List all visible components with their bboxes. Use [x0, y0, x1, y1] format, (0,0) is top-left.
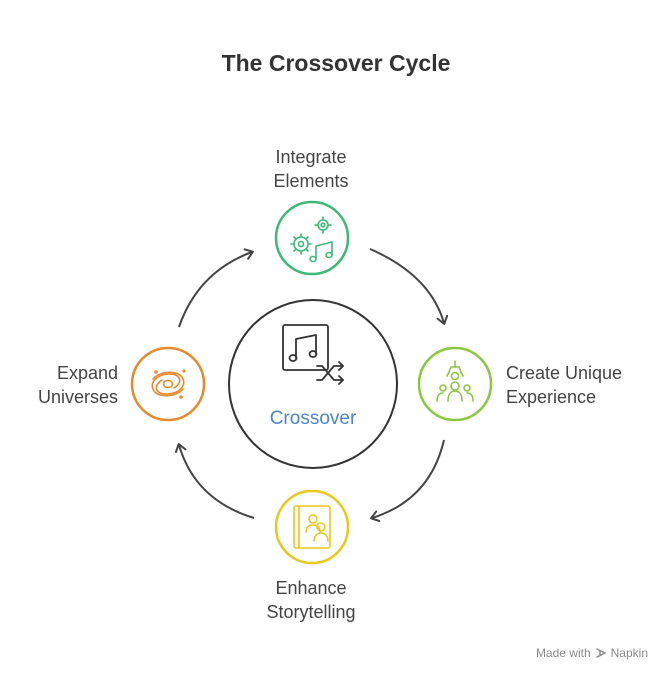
label-line: Experience — [506, 387, 597, 407]
napkin-logo-icon — [595, 648, 606, 658]
label-create-unique-experience: Create Unique Experience — [506, 361, 666, 409]
storybook-icon — [293, 505, 331, 549]
arrow-left-to-top — [178, 248, 254, 328]
arrow-right-to-bottom — [370, 439, 445, 522]
label-integrate-elements: Integrate Elements — [236, 145, 386, 193]
label-expand-universes: Expand Universes — [0, 361, 118, 409]
label-line: Storytelling — [266, 602, 356, 622]
label-line: Integrate — [275, 147, 347, 167]
footer-brand: Napkin — [610, 646, 648, 660]
arrow-bottom-to-left — [174, 443, 255, 519]
node-circle-bottom — [274, 489, 350, 565]
node-circle-left — [130, 346, 206, 422]
label-line: Expand — [56, 363, 118, 383]
galaxy-icon — [151, 369, 186, 399]
arrow-top-to-right — [369, 248, 449, 325]
claw-person-icon — [436, 360, 474, 402]
label-line: Elements — [273, 171, 349, 191]
label-line: Universes — [37, 387, 118, 407]
label-enhance-storytelling: Enhance Storytelling — [236, 576, 386, 624]
label-line: Create Unique — [506, 363, 623, 383]
gears-music-icon — [290, 216, 333, 263]
footer-prefix: Made with — [535, 646, 591, 660]
node-circle-top — [274, 200, 350, 276]
diagram-title: The Crossover Cycle — [221, 50, 451, 76]
label-line: Enhance — [275, 578, 347, 598]
made-with-napkin-link[interactable]: Made with Napkin — [536, 646, 648, 660]
music-shuffle-icon — [282, 324, 344, 385]
center-circle — [228, 299, 398, 469]
node-circle-right — [417, 346, 493, 422]
center-label: Crossover — [269, 408, 357, 429]
